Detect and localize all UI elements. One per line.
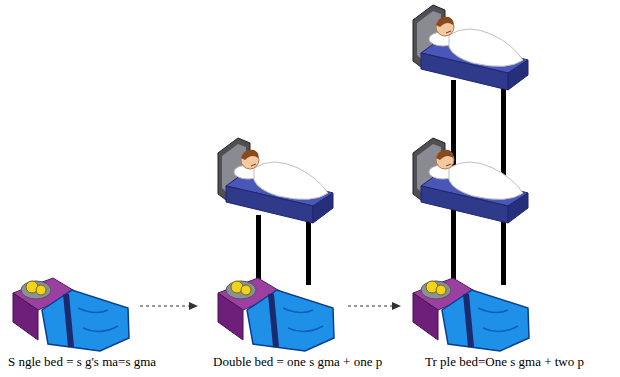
bed-post — [306, 215, 311, 285]
triple-bed-upper — [413, 5, 528, 90]
bed-post — [256, 215, 261, 285]
double-bed-lower — [218, 278, 334, 351]
bed-label: Double bed = one s gma + one p — [213, 354, 382, 370]
triple-bed-middle — [413, 138, 528, 223]
arrow-head — [189, 302, 198, 310]
dashed-arrow — [140, 305, 190, 306]
bed-label: S ngle bed = s g's ma=s gma — [8, 354, 156, 370]
single-bed — [13, 278, 129, 351]
double-bed-upper — [218, 138, 333, 223]
arrow-head — [392, 302, 401, 310]
dashed-arrow — [348, 305, 393, 306]
triple-bed-lower — [413, 278, 529, 351]
bed-label: Tr ple bed=One s gma + two p — [425, 354, 584, 370]
